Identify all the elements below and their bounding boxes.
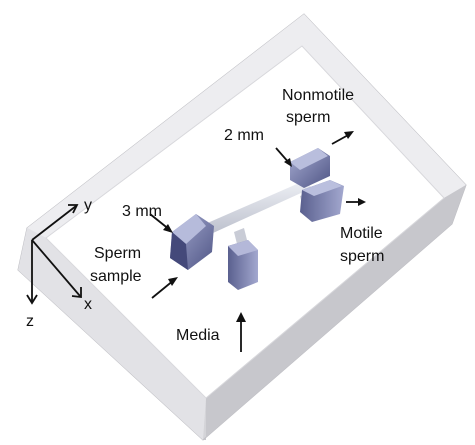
chamber-wall-left	[18, 228, 206, 440]
chamber-wall-front	[203, 185, 466, 440]
axis-z-label: z	[26, 313, 34, 330]
sample-arrow	[151, 277, 178, 299]
axis-y-arrowhead	[68, 204, 79, 214]
nonmotile-label-line2: sperm	[286, 109, 330, 126]
axis-z-arrowhead	[26, 294, 38, 305]
dim-2mm-label: 2 mm	[224, 127, 264, 144]
axis-y-label: y	[84, 197, 92, 214]
sample-label-line2: sample	[90, 268, 142, 285]
motile-arrow	[346, 198, 366, 206]
media-arrow	[236, 312, 246, 352]
axis-y-line	[31, 205, 77, 241]
chamber-floor	[45, 45, 445, 399]
chamber-box	[17, 13, 467, 441]
axes	[26, 204, 82, 305]
text-labels: Nonmotile sperm 2 mm 3 mm Motile sperm S…	[26, 87, 384, 344]
sperm-sample-port	[170, 214, 214, 270]
motile-label-line2: sperm	[340, 248, 384, 265]
dim-3mm-pointer	[149, 213, 173, 233]
axis-x-arrowhead	[71, 287, 82, 299]
chamber-rim-top	[27, 14, 466, 238]
dim-3mm-label: 3 mm	[122, 203, 162, 220]
dim-2mm-pointer	[275, 147, 292, 167]
nonmotile-port	[290, 148, 330, 188]
sample-label-line1: Sperm	[94, 245, 141, 262]
nonmotile-label-line1: Nonmotile	[282, 87, 354, 104]
motile-port	[300, 180, 344, 222]
nonmotile-arrow	[331, 131, 354, 145]
media-label: Media	[176, 327, 220, 344]
main-channel	[196, 180, 312, 238]
axis-x-label: x	[84, 296, 92, 313]
axis-x-line	[31, 239, 81, 297]
media-port	[228, 240, 258, 290]
label-arrows	[149, 131, 366, 352]
motile-label-line1: Motile	[340, 225, 383, 242]
